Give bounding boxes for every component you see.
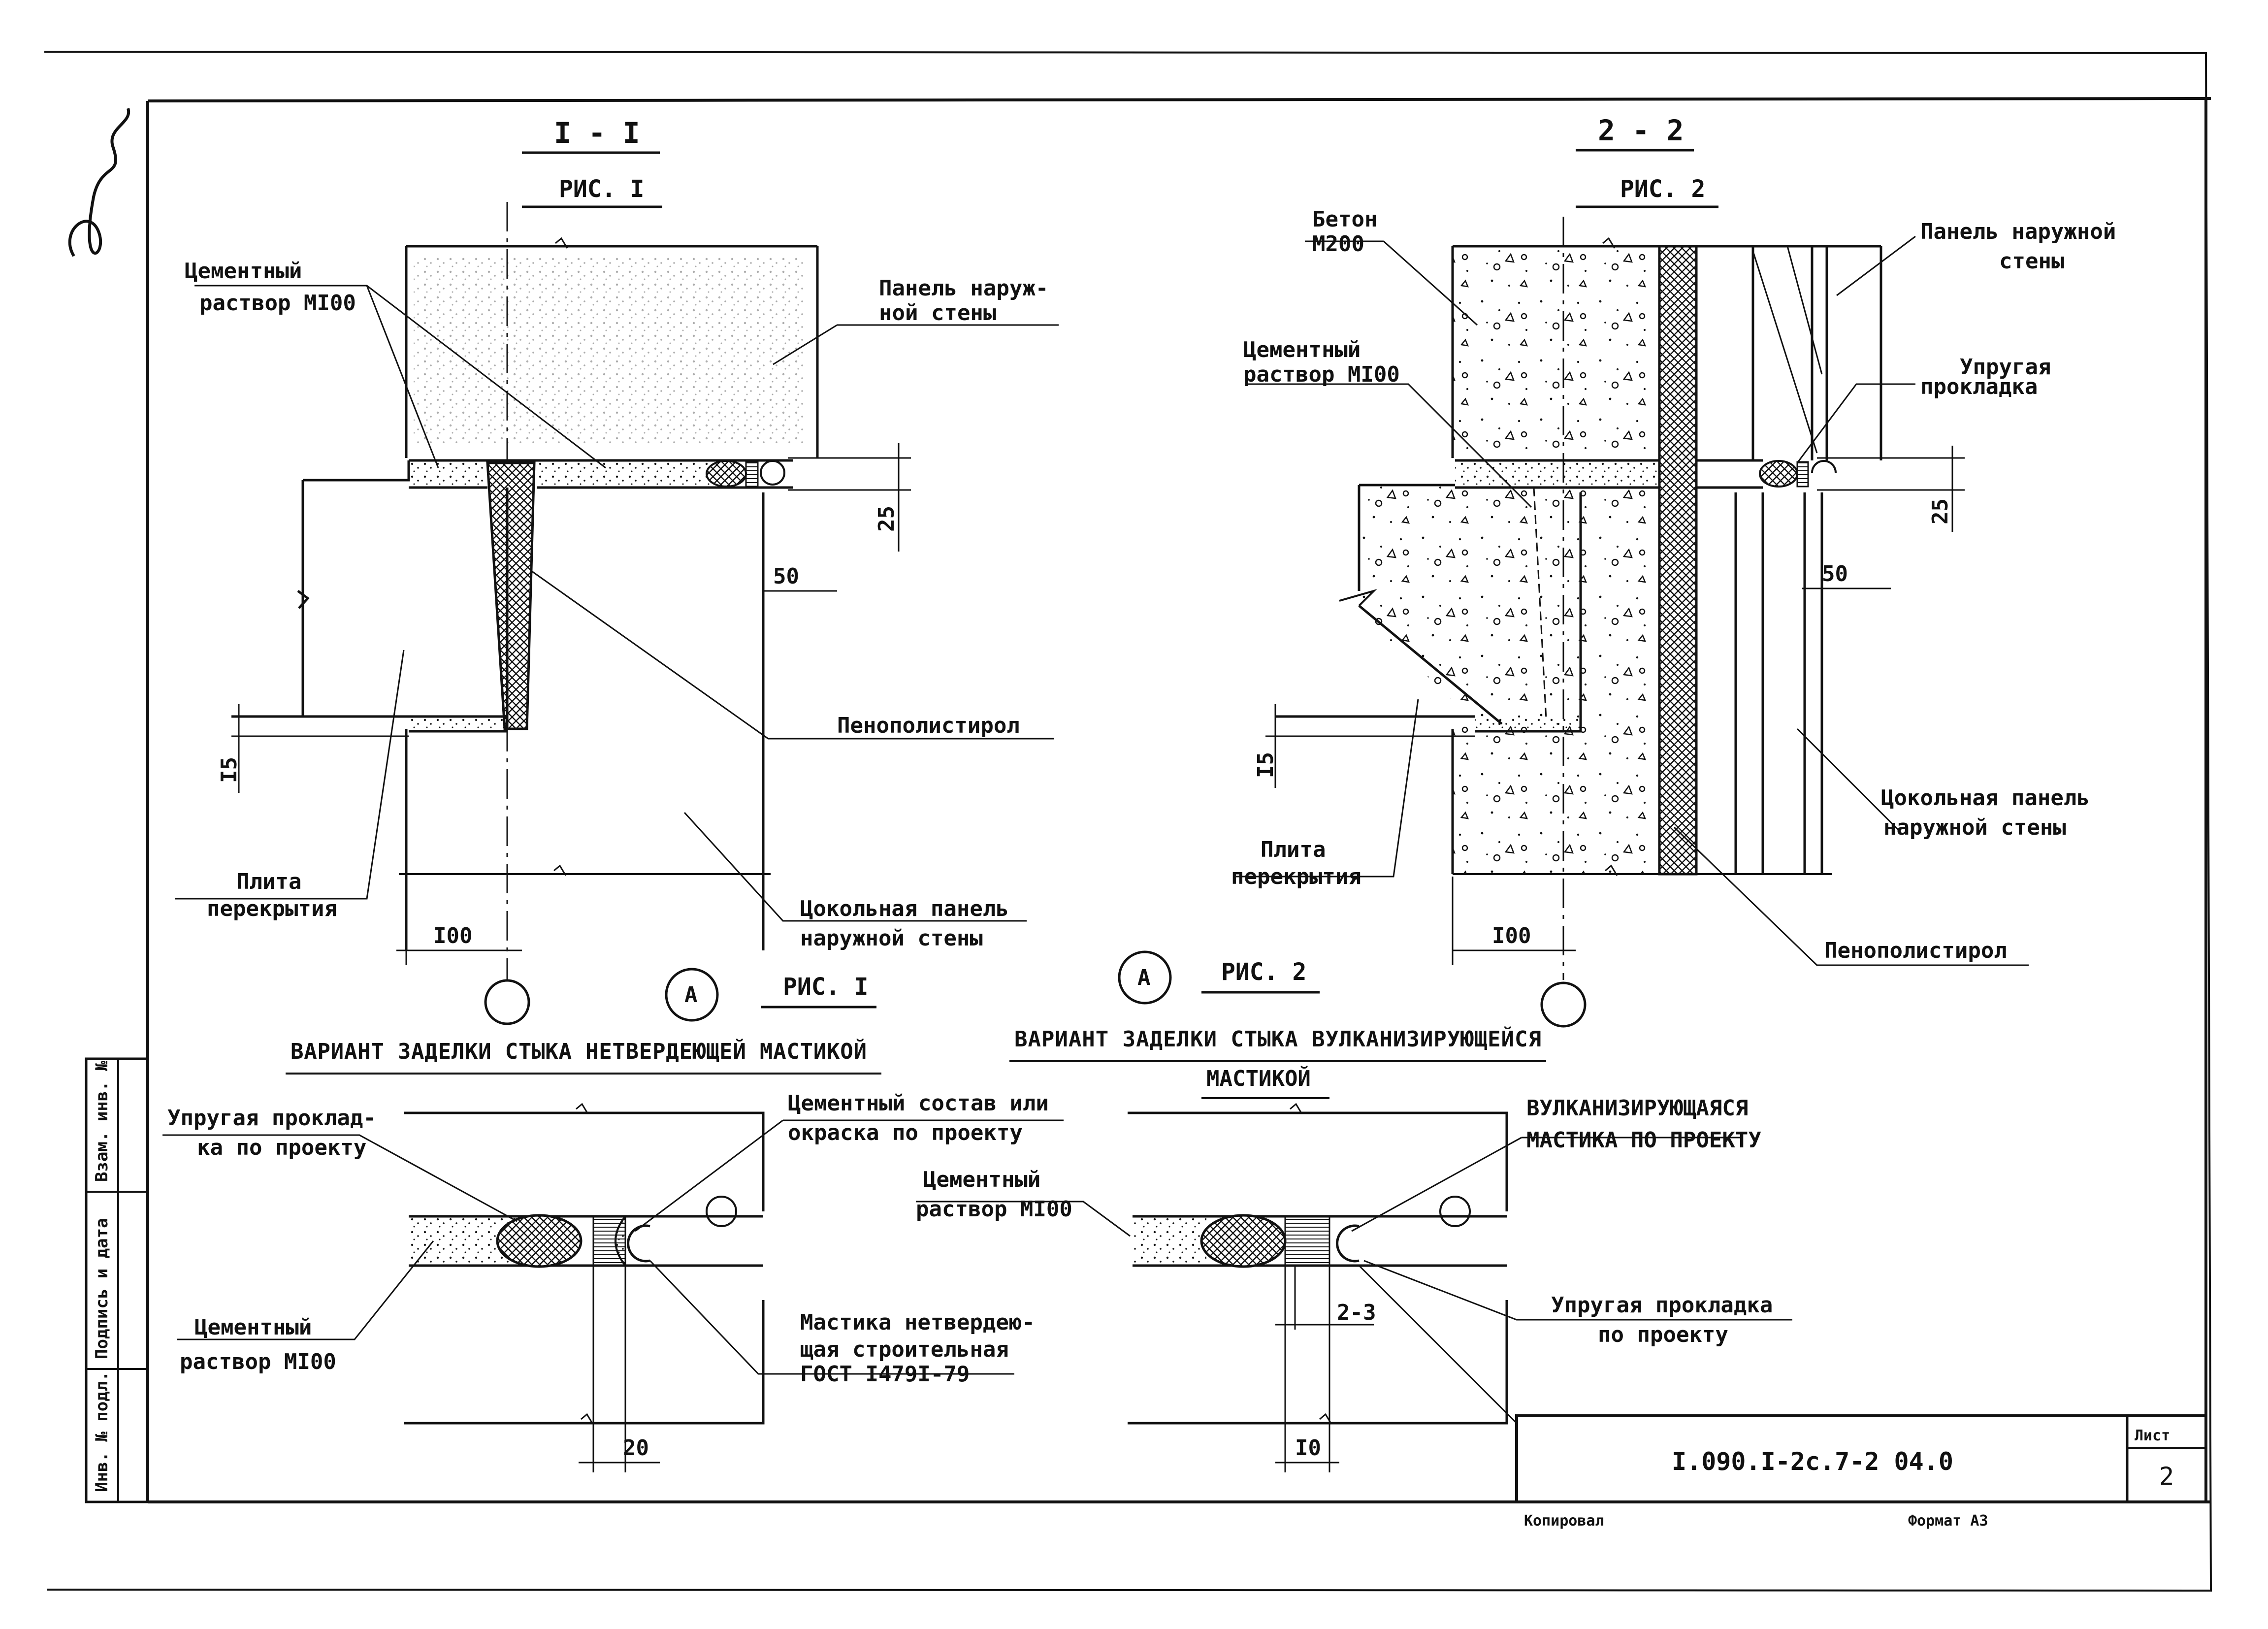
a1-gasket-2: ка по проекту bbox=[197, 1135, 366, 1160]
s1-label-panel-1: Панель наруж- bbox=[879, 276, 1048, 301]
a2-dim-2-3: 2-3 bbox=[1337, 1300, 1376, 1325]
a1-mortar-2: раствор МI00 bbox=[180, 1349, 336, 1374]
detail-a1: 20 Упругая проклад- ка по проекту Цемент… bbox=[162, 1091, 1064, 1472]
s1-label-mortar-1: Цементный bbox=[185, 259, 302, 284]
handwritten-signature bbox=[68, 108, 130, 257]
s1-label-slab-1: Плита bbox=[236, 869, 301, 894]
s1-label-slab-2: перекрытия bbox=[207, 896, 337, 921]
s1-label-plinth-2: наружной стены bbox=[800, 926, 983, 951]
s2-dim-25: 25 bbox=[1928, 498, 1953, 524]
section-2-fig: РИС. 2 bbox=[1620, 175, 1705, 203]
detail-a2-title-2: МАСТИКОЙ bbox=[1206, 1065, 1311, 1091]
copied-by: Копировал bbox=[1524, 1512, 1604, 1530]
side-stamp-inv: Инв. № подл. bbox=[92, 1371, 112, 1492]
a2-mortar-2: раствор МI00 bbox=[916, 1197, 1072, 1222]
detail-a2-title-1: ВАРИАНТ ЗАДЕЛКИ СТЫКА ВУЛКАНИЗИРУЮЩЕЙСЯ bbox=[1014, 1026, 1541, 1052]
s1-label-panel-2: ной стены bbox=[879, 300, 996, 326]
detail-a2: 2-3 I0 ВУЛКАНИЗИРУЮЩАЯСЯ МАСТИКА ПО ПРОЕ… bbox=[916, 1096, 1792, 1472]
s2-label-gasket-1: Упругая bbox=[1960, 355, 2051, 380]
side-stamp-replace: Взам. инв. № bbox=[92, 1061, 112, 1182]
a1-coat-1: Цементный состав или bbox=[788, 1091, 1049, 1116]
s1-dim-100: I00 bbox=[433, 923, 472, 948]
a2-dim-10: I0 bbox=[1295, 1435, 1321, 1461]
sheet-format: Формат А3 bbox=[1908, 1512, 1988, 1530]
s2-label-mortar-1: Цементный bbox=[1243, 337, 1361, 362]
s1-dim-25: 25 bbox=[874, 506, 899, 532]
side-stamp-sign: Подпись и дата bbox=[92, 1218, 112, 1359]
s2-label-plinth-2: наружной стены bbox=[1883, 815, 2066, 840]
s1-dim-50: 50 bbox=[773, 564, 799, 589]
s2-label-mortar-2: раствор МI00 bbox=[1243, 362, 1400, 387]
doc-code: I.090.I-2с.7-2 04.0 bbox=[1672, 1447, 1953, 1476]
s1-dim-15: I5 bbox=[217, 757, 242, 783]
detail-a1-title: ВАРИАНТ ЗАДЕЛКИ СТЫКА НЕТВЕРДЕЮЩЕЙ МАСТИ… bbox=[291, 1038, 867, 1064]
a1-gasket-1: Упругая проклад- bbox=[167, 1106, 376, 1131]
s1-label-foam: Пенополистирол bbox=[837, 713, 1020, 738]
s2-label-panel-1: Панель наружной bbox=[1920, 219, 2116, 244]
a1-mastic-1: Мастика нетвердею- bbox=[800, 1310, 1035, 1335]
detail-a2-letter: А bbox=[1137, 965, 1151, 990]
s2-label-concrete-1: Бетон bbox=[1312, 207, 1377, 232]
s2-label-slab-2: перекрытия bbox=[1231, 864, 1361, 889]
s2-label-panel-2: стены bbox=[1999, 249, 2064, 274]
section-1-title: I - I bbox=[554, 116, 640, 150]
a2-mastic-1: ВУЛКАНИЗИРУЮЩАЯСЯ bbox=[1526, 1096, 1748, 1121]
side-stamp: Инв. № подл. Подпись и дата Взам. инв. № bbox=[85, 1057, 149, 1503]
detail-a2-fig: РИС. 2 bbox=[1221, 958, 1306, 986]
a2-gasket-1: Упругая прокладка bbox=[1551, 1293, 1773, 1318]
a1-mastic-2: щая строительная bbox=[800, 1337, 1009, 1362]
s2-dim-15: I5 bbox=[1253, 752, 1278, 778]
title-block: I.090.I-2с.7-2 04.0 Лист 2 Копировал Фор… bbox=[1515, 1414, 2206, 1530]
sheet-label: Лист bbox=[2135, 1427, 2170, 1444]
s2-label-gasket-2: прокладка bbox=[1920, 374, 2038, 399]
s1-label-plinth-1: Цокольная панель bbox=[800, 896, 1009, 921]
s2-label-slab-1: Плита bbox=[1261, 837, 1326, 862]
s2-dim-50: 50 bbox=[1822, 561, 1848, 586]
s2-label-foam: Пенополистирол bbox=[1824, 938, 2007, 963]
a2-gasket-2: по проекту bbox=[1598, 1322, 1728, 1347]
section-1-fig: РИС. I bbox=[559, 175, 644, 203]
s2-label-concrete-2: М200 bbox=[1312, 231, 1364, 257]
section-2-title: 2 - 2 bbox=[1598, 114, 1684, 147]
section-1-1: I - I РИС. I bbox=[175, 116, 1059, 1025]
a2-mortar-1: Цементный bbox=[923, 1167, 1040, 1192]
sheet-frame bbox=[44, 51, 2212, 1592]
s1-label-mortar-2: раствор МI00 bbox=[199, 291, 356, 316]
section-2-2: 2 - 2 РИС. 2 bbox=[1231, 114, 2116, 1028]
detail-markers: А РИС. I А РИС. 2 ВАРИАНТ ЗАДЕЛКИ СТЫКА … bbox=[286, 950, 1546, 1099]
detail-a1-letter: А bbox=[684, 982, 698, 1008]
detail-a1-fig: РИС. I bbox=[783, 973, 868, 1001]
s2-dim-100: I00 bbox=[1492, 923, 1531, 948]
a2-mastic-2: МАСТИКА ПО ПРОЕКТУ bbox=[1526, 1128, 1761, 1153]
a1-mortar-1: Цементный bbox=[194, 1315, 312, 1340]
a1-coat-2: окраска по проекту bbox=[788, 1120, 1023, 1145]
sheet-number: 2 bbox=[2159, 1462, 2174, 1491]
a1-mastic-3: ГОСТ I479I-79 bbox=[800, 1362, 970, 1387]
s2-label-plinth-1: Цокольная панель bbox=[1881, 785, 2090, 811]
a1-dim-20: 20 bbox=[623, 1435, 649, 1461]
